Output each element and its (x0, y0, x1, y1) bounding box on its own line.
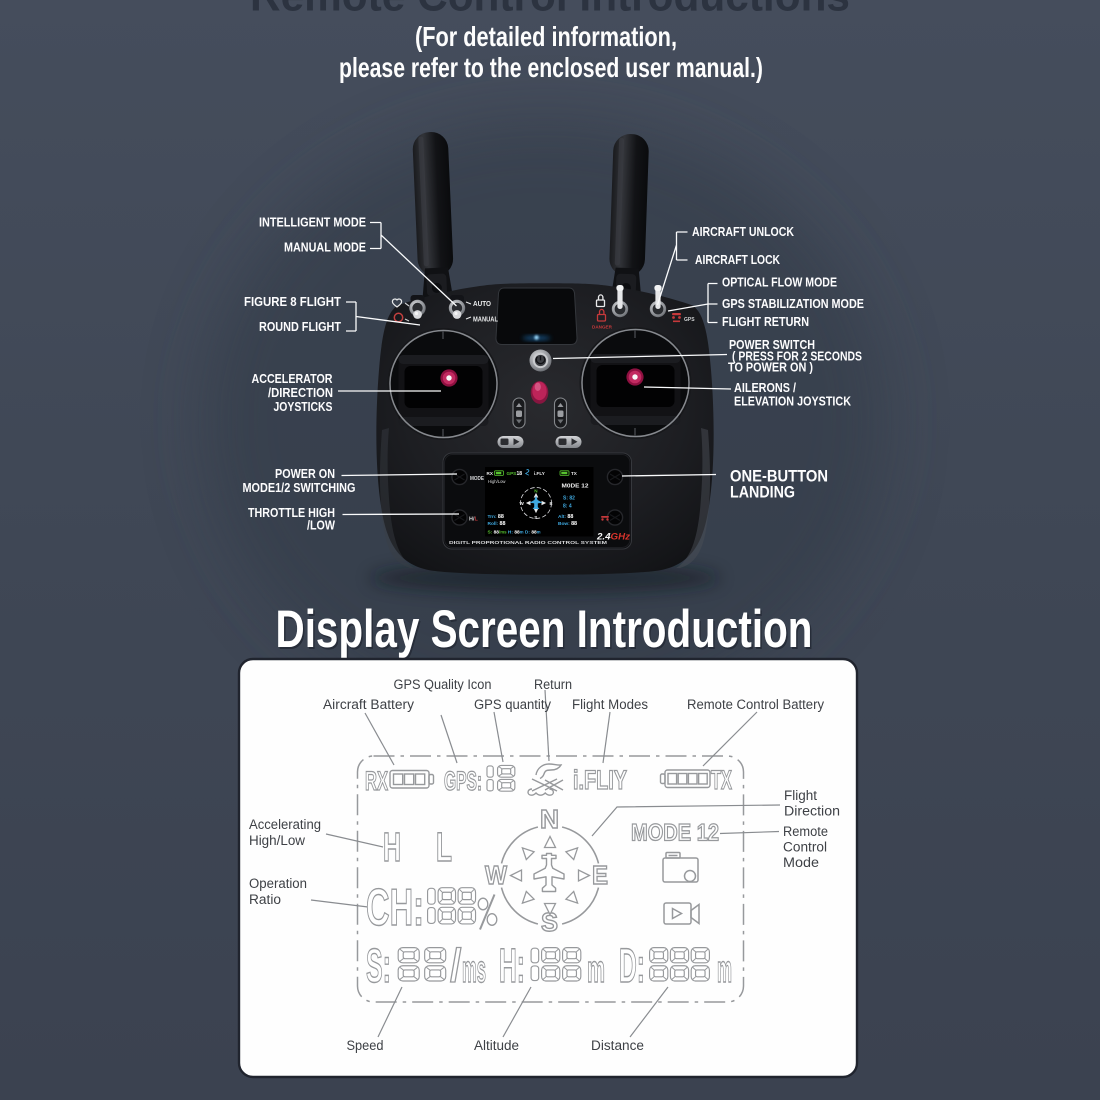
svg-text:POWER SWITCH: POWER SWITCH (729, 338, 815, 352)
svg-text:Remote Control Introductions: Remote Control Introductions (250, 0, 850, 21)
svg-text:W: W (485, 860, 507, 890)
svg-text:AUTO: AUTO (473, 301, 491, 308)
svg-text:Distance: Distance (591, 1038, 644, 1053)
svg-text:CH:: CH: (366, 879, 424, 937)
svg-text:M0DE 12: M0DE 12 (562, 484, 589, 490)
svg-text:ACCELERATOR: ACCELERATOR (252, 372, 333, 386)
svg-text:Accelerating: Accelerating (249, 817, 321, 832)
svg-text:/LOW: /LOW (307, 519, 335, 533)
svg-text:i.FLY: i.FLY (534, 471, 545, 476)
svg-text:DIGITL PROPROTIONAL RADIO CONT: DIGITL PROPROTIONAL RADIO CONTROL SYSTEM (449, 540, 607, 545)
svg-text:AIRCRAFT UNLOCK: AIRCRAFT UNLOCK (692, 225, 794, 239)
svg-text:RX: RX (365, 766, 388, 796)
svg-text:m: m (587, 949, 605, 991)
svg-text:Display Screen Introduction: Display Screen Introduction (276, 600, 813, 659)
svg-text:m: m (717, 949, 732, 991)
svg-text:AIRCRAFT LOCK: AIRCRAFT LOCK (695, 253, 780, 267)
svg-text:JOYSTICKS: JOYSTICKS (274, 400, 333, 414)
svg-text:S: S (541, 907, 558, 937)
svg-text:OPTICAL FLOW MODE: OPTICAL FLOW MODE (722, 276, 837, 290)
svg-text:H/L: H/L (469, 517, 479, 523)
svg-text:AILERONS /: AILERONS / (734, 381, 796, 395)
svg-text:(For detailed information,: (For detailed information, (415, 21, 677, 52)
svg-text:Altitude: Altitude (474, 1038, 519, 1053)
svg-text:( PRESS FOR 2 SECONDS: ( PRESS FOR 2 SECONDS (732, 350, 862, 364)
svg-text:DANGER: DANGER (592, 325, 613, 330)
svg-text:MODE1/2 SWITCHING: MODE1/2 SWITCHING (243, 481, 356, 495)
svg-text:GPS: GPS (684, 317, 695, 323)
svg-text:S: 82: S: 82 (563, 496, 575, 502)
svg-text:MODE 12: MODE 12 (631, 820, 719, 847)
svg-text:TX: TX (571, 471, 578, 476)
svg-text:RX: RX (487, 471, 494, 476)
svg-text:Speed: Speed (347, 1038, 384, 1053)
svg-text:W: W (520, 501, 525, 506)
svg-text:High/Low: High/Low (488, 479, 506, 484)
svg-text:LANDING: LANDING (730, 484, 795, 502)
svg-text:POWER ON: POWER ON (275, 467, 335, 481)
svg-text:FLIGHT RETURN: FLIGHT RETURN (722, 315, 809, 329)
svg-text:N: N (534, 489, 538, 494)
svg-text:Bow: 88: Bow: 88 (558, 521, 577, 527)
svg-text:INTELLIGENT MODE: INTELLIGENT MODE (259, 216, 366, 230)
svg-text:MODE: MODE (470, 476, 484, 482)
svg-text:E: E (550, 501, 553, 506)
svg-text:GPS:: GPS: (444, 766, 482, 796)
svg-text:8: 4: 8: 4 (563, 504, 572, 510)
svg-text:MANUAL: MANUAL (473, 317, 499, 324)
svg-text:GPS Quality Icon: GPS Quality Icon (394, 677, 492, 692)
svg-text:Control: Control (783, 840, 827, 855)
svg-text:S: S (534, 515, 537, 520)
svg-text:Roll: 88: Roll: 88 (488, 521, 506, 527)
svg-text:S:: S: (366, 940, 391, 993)
svg-text:GPS: GPS (507, 471, 517, 476)
svg-text:FIGURE 8 FLIGHT: FIGURE 8 FLIGHT (244, 295, 341, 309)
svg-text:Flight Modes: Flight Modes (572, 697, 648, 712)
svg-text:E: E (592, 860, 608, 890)
svg-text:H: H (383, 824, 401, 870)
svg-text:Return: Return (534, 677, 572, 692)
svg-text:D:: D: (619, 940, 645, 993)
svg-text:GPS quantity: GPS quantity (474, 697, 551, 712)
svg-text:Aircraft Battery: Aircraft Battery (323, 697, 414, 712)
svg-text:/DIRECTION: /DIRECTION (268, 386, 333, 400)
svg-text:ONE-BUTTON: ONE-BUTTON (730, 468, 828, 486)
svg-text:Flight: Flight (784, 788, 817, 803)
svg-text:please refer to the enclosed u: please refer to the enclosed user manual… (339, 52, 763, 83)
svg-text:H:: H: (499, 940, 525, 993)
svg-text:MANUAL MODE: MANUAL MODE (284, 241, 366, 255)
svg-text:18: 18 (517, 471, 523, 477)
svg-text:TX: TX (711, 765, 732, 795)
svg-text:Direction: Direction (784, 804, 840, 819)
svg-text:L: L (436, 824, 452, 870)
svg-text:ELEVATION JOYSTICK: ELEVATION JOYSTICK (734, 395, 851, 409)
svg-text:Remote Control Battery: Remote Control Battery (687, 697, 824, 712)
svg-text:High/Low: High/Low (249, 833, 305, 848)
svg-text:Ratio: Ratio (249, 892, 281, 907)
svg-text:Mode: Mode (783, 855, 819, 870)
svg-text:Remote: Remote (783, 824, 828, 839)
svg-text:ROUND FLIGHT: ROUND FLIGHT (259, 320, 341, 334)
svg-text:THROTTLE HIGH: THROTTLE HIGH (248, 506, 335, 520)
svg-text:Trn: 88: Trn: 88 (488, 514, 504, 520)
svg-text:i.FLIY: i.FLIY (573, 765, 627, 795)
svg-text:Alt: 88: Alt: 88 (558, 514, 573, 520)
svg-text:S: 88/ms H: 88m D: 88m: S: 88/ms H: 88m D: 88m (488, 530, 541, 536)
svg-text:GPS STABILIZATION MODE: GPS STABILIZATION MODE (722, 297, 864, 311)
svg-text:TO POWER ON ): TO POWER ON ) (728, 361, 813, 375)
svg-text:ms: ms (462, 949, 486, 991)
svg-text:2.4GHz: 2.4GHz (596, 532, 630, 543)
svg-text:Display Screen Introduction: Display Screen Introduction (277, 602, 814, 661)
svg-text:N: N (540, 804, 559, 834)
svg-text:Operation: Operation (249, 876, 307, 891)
